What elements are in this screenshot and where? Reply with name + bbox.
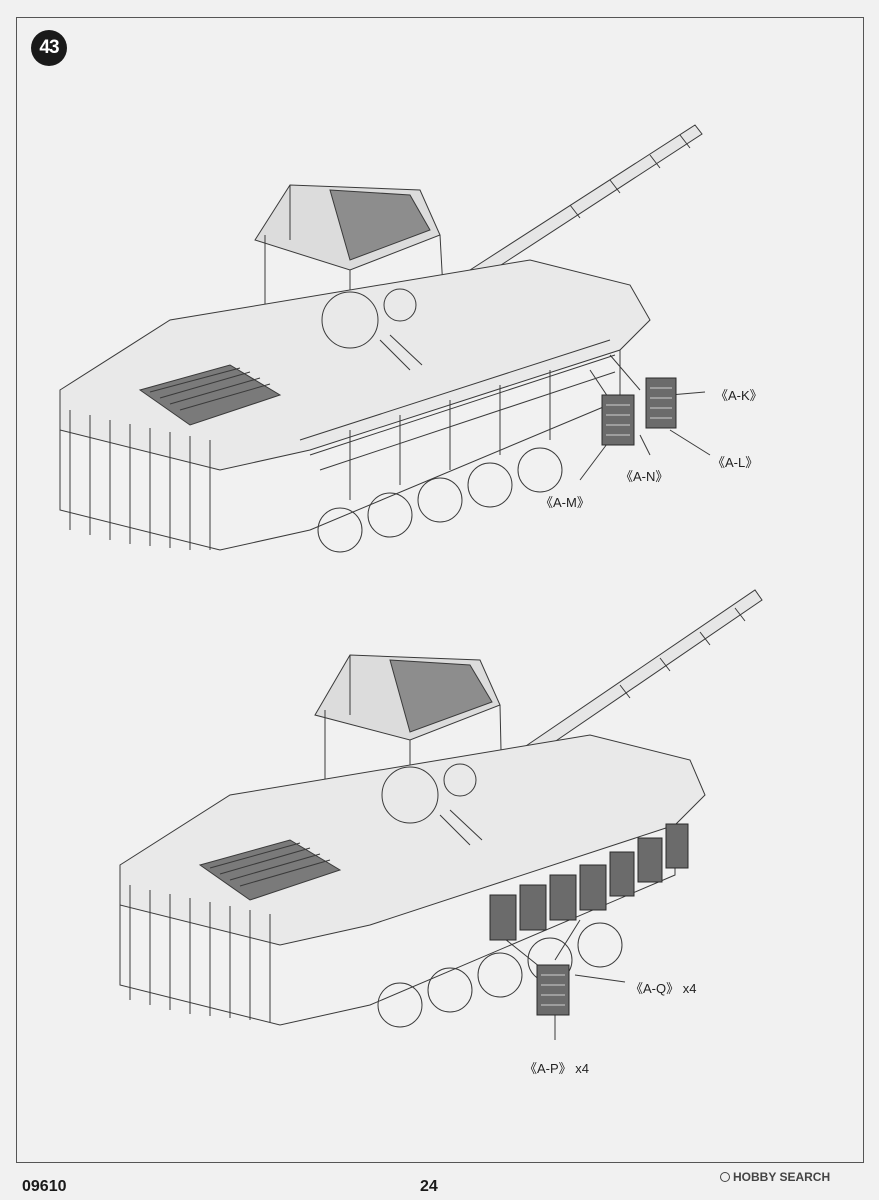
tank-illustration-bottom bbox=[119, 589, 763, 1040]
step-number-badge: 43 bbox=[31, 30, 67, 66]
callout-a-q: 《A-Q》 x4 bbox=[630, 981, 697, 996]
watermark-text: HOBBY SEARCH bbox=[733, 1170, 831, 1184]
watermark-logo-icon bbox=[720, 1172, 730, 1182]
callout-a-n: 《A-N》 bbox=[620, 469, 669, 484]
callout-a-p: 《A-P》 x4 bbox=[524, 1061, 590, 1076]
page-border bbox=[16, 17, 864, 1163]
callout-a-m: 《A-M》 bbox=[540, 495, 590, 510]
product-code: 09610 bbox=[22, 1178, 67, 1195]
callout-a-l: 《A-L》 bbox=[712, 455, 759, 470]
callout-a-k: 《A-K》 bbox=[715, 388, 763, 403]
tank-illustration-top bbox=[59, 124, 711, 553]
watermark: HOBBY SEARCH bbox=[720, 1170, 830, 1184]
page-number: 24 bbox=[420, 1178, 438, 1195]
